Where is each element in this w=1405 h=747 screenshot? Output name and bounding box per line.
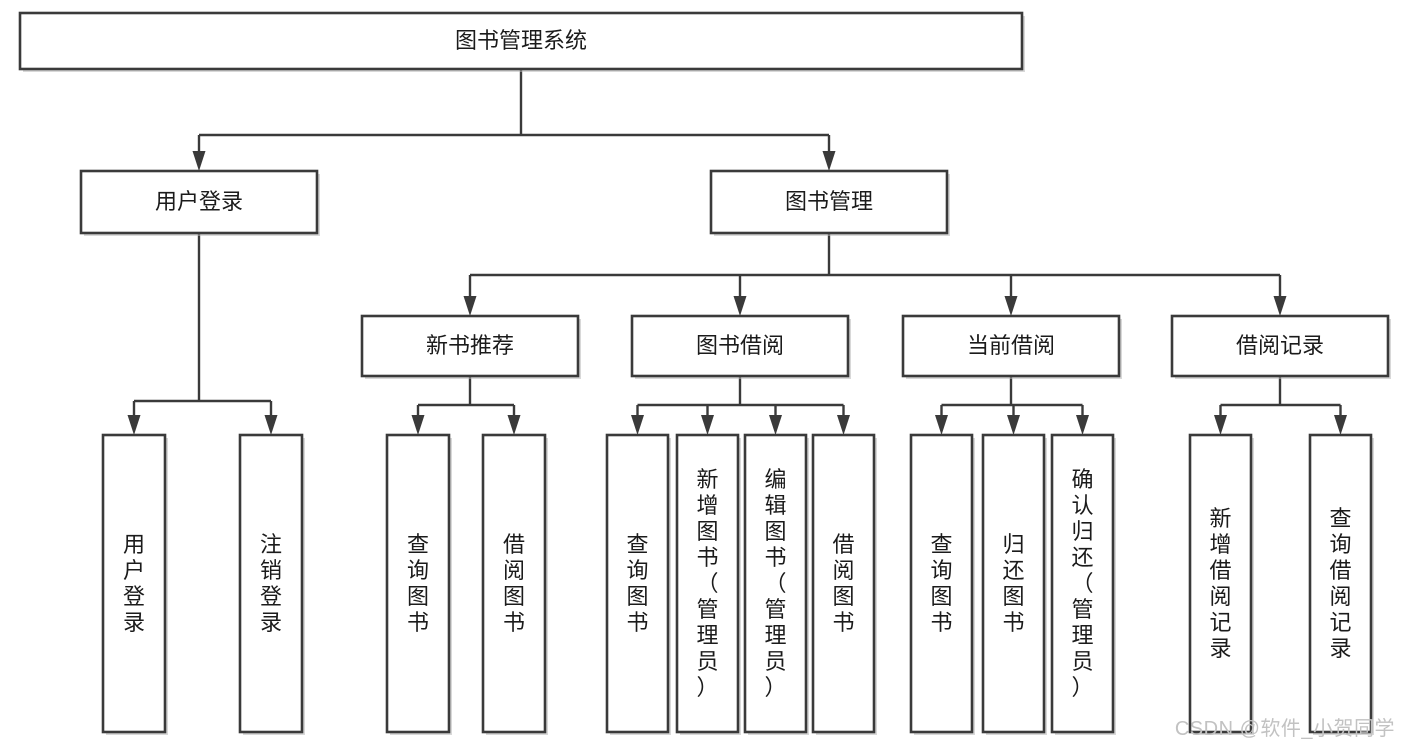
arrow-head-icon	[631, 415, 644, 435]
arrow-head-icon	[463, 296, 477, 316]
node-label: 借阅图书	[503, 532, 525, 635]
connector-group-current	[935, 376, 1089, 435]
arrow-head-icon	[127, 415, 141, 435]
node-rect[interactable]	[981, 433, 1046, 734]
arrow-head-icon	[1076, 415, 1089, 435]
node-rect[interactable]	[18, 11, 1024, 71]
node-label: 新书推荐	[426, 333, 514, 358]
node-label: 确认归还（管理员）	[1071, 467, 1093, 700]
node-layer: 图书管理系统用户登录图书管理新书推荐图书借阅当前借阅借阅记录用户登录注销登录查询…	[18, 11, 1391, 735]
node-rect[interactable]	[360, 314, 580, 378]
node-leaf-rec-1[interactable]: 新增借阅记录	[1188, 433, 1254, 735]
node-label: 当前借阅	[967, 333, 1055, 358]
node-label: 借阅记录	[1236, 333, 1324, 358]
arrow-head-icon	[1334, 415, 1347, 435]
arrow-head-icon	[769, 415, 782, 435]
node-rect[interactable]	[811, 433, 876, 734]
arrow-head-icon	[935, 415, 948, 435]
node-records[interactable]: 借阅记录	[1170, 314, 1391, 379]
node-label: 新增借阅记录	[1209, 506, 1231, 661]
arrow-head-icon	[822, 151, 836, 171]
node-label: 新增图书（管理员）	[696, 467, 718, 700]
arrow-head-icon	[411, 415, 425, 435]
node-label: 查询图书	[626, 532, 648, 635]
connector-group-root	[192, 69, 836, 171]
arrow-head-icon	[701, 415, 714, 435]
node-rect[interactable]	[1188, 433, 1253, 734]
node-label: 查询借阅记录	[1329, 506, 1351, 661]
node-label: 查询图书	[407, 532, 429, 635]
arrow-head-icon	[192, 151, 206, 171]
node-leaf-bor-3[interactable]: 编辑图书（管理员）	[743, 433, 809, 735]
node-leaf-cur-1[interactable]: 查询图书	[909, 433, 975, 735]
node-leaf-bor-2[interactable]: 新增图书（管理员）	[675, 433, 741, 735]
node-rect[interactable]	[743, 433, 808, 734]
node-rect[interactable]	[238, 433, 304, 734]
node-login[interactable]: 用户登录	[79, 169, 320, 236]
node-rect[interactable]	[909, 433, 974, 734]
connector-group-login	[127, 233, 278, 435]
node-bookmgmt[interactable]: 图书管理	[709, 169, 950, 236]
node-leaf-cur-3[interactable]: 确认归还（管理员）	[1050, 433, 1116, 735]
node-leaf-login-1[interactable]: 用户登录	[101, 433, 168, 735]
node-label: 编辑图书（管理员）	[764, 467, 786, 700]
node-root[interactable]: 图书管理系统	[18, 11, 1025, 72]
node-rect[interactable]	[1170, 314, 1390, 378]
node-rect[interactable]	[385, 433, 451, 734]
node-rect[interactable]	[630, 314, 850, 378]
node-label: 查询图书	[930, 532, 952, 635]
arrow-head-icon	[1004, 296, 1018, 316]
node-rect[interactable]	[101, 433, 167, 734]
node-rect[interactable]	[709, 169, 949, 235]
node-label: 注销登录	[260, 532, 282, 635]
node-label: 用户登录	[123, 532, 145, 635]
node-rect[interactable]	[675, 433, 740, 734]
node-label: 归还图书	[1002, 532, 1024, 635]
node-label: 图书管理系统	[455, 28, 587, 53]
node-label: 图书借阅	[696, 333, 784, 358]
node-rect[interactable]	[79, 169, 319, 235]
node-leaf-new-1[interactable]: 查询图书	[385, 433, 452, 735]
node-leaf-rec-2[interactable]: 查询借阅记录	[1308, 433, 1374, 735]
node-current[interactable]: 当前借阅	[901, 314, 1122, 379]
node-rect[interactable]	[901, 314, 1121, 378]
node-borrow[interactable]: 图书借阅	[630, 314, 851, 379]
node-rect[interactable]	[481, 433, 547, 734]
node-leaf-cur-2[interactable]: 归还图书	[981, 433, 1047, 735]
connector-group-bookmgmt	[463, 233, 1287, 316]
arrow-head-icon	[1273, 296, 1287, 316]
node-leaf-new-2[interactable]: 借阅图书	[481, 433, 548, 735]
node-leaf-bor-1[interactable]: 查询图书	[605, 433, 671, 735]
connector-group-records	[1214, 376, 1347, 435]
arrow-head-icon	[837, 415, 850, 435]
connector-group-borrow	[631, 376, 850, 435]
node-leaf-bor-4[interactable]: 借阅图书	[811, 433, 877, 735]
arrow-head-icon	[507, 415, 521, 435]
arrow-head-icon	[733, 296, 747, 316]
node-label: 图书管理	[785, 189, 873, 214]
node-leaf-login-2[interactable]: 注销登录	[238, 433, 305, 735]
node-newbook[interactable]: 新书推荐	[360, 314, 581, 379]
arrow-head-icon	[1214, 415, 1227, 435]
node-rect[interactable]	[1050, 433, 1115, 734]
arrow-head-icon	[264, 415, 278, 435]
node-label: 用户登录	[155, 189, 243, 214]
arrow-head-icon	[1007, 415, 1020, 435]
node-rect[interactable]	[605, 433, 670, 734]
connector-layer	[127, 69, 1347, 435]
node-label: 借阅图书	[832, 532, 854, 635]
node-rect[interactable]	[1308, 433, 1373, 734]
connector-group-newbook	[411, 376, 521, 435]
